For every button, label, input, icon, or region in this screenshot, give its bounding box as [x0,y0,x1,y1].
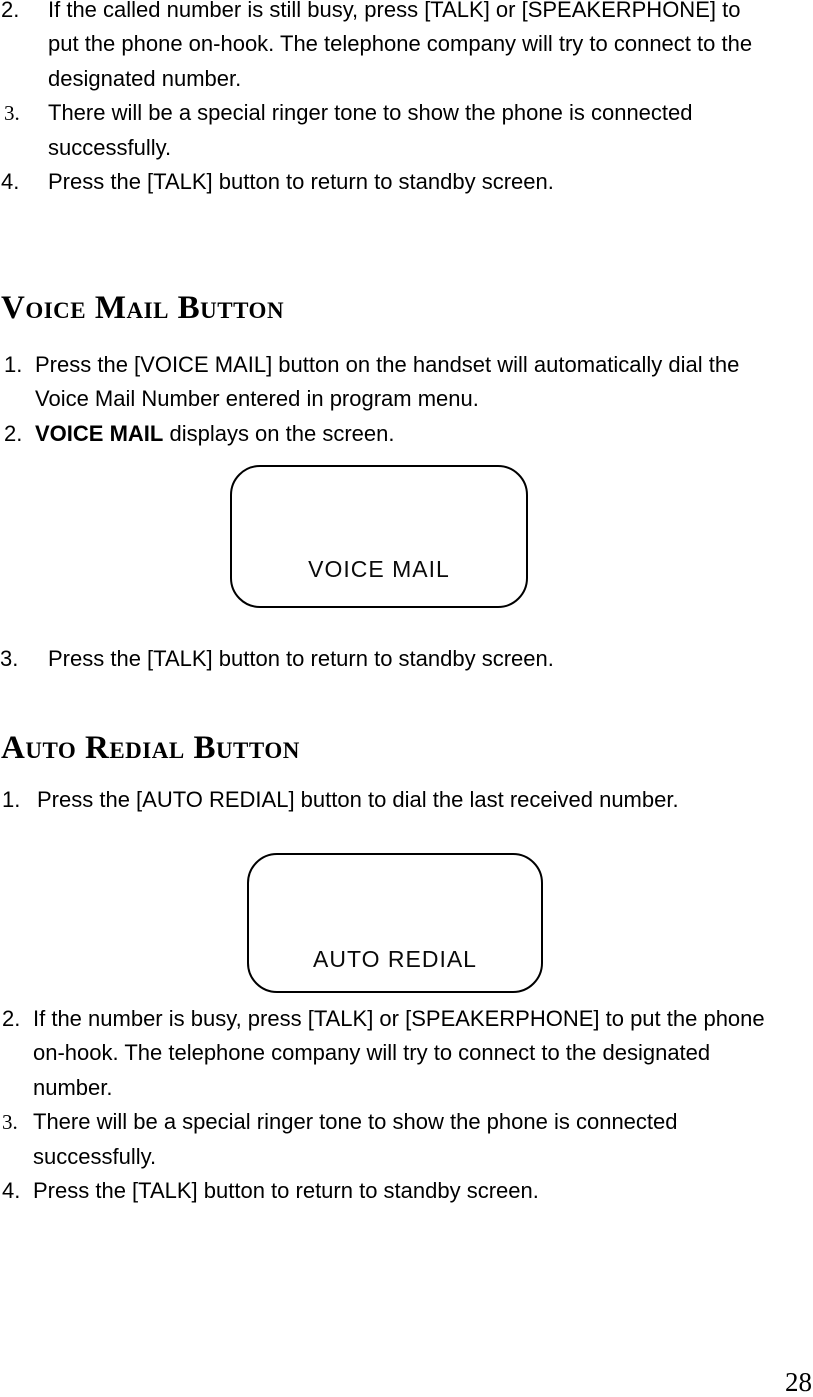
list-item: 4. Press the [TALK] button to return to … [0,165,813,199]
list-item-continuation: on-hook. The telephone company will try … [0,1036,813,1070]
list-item: 3. There will be a special ringer tone t… [0,96,813,130]
section-heading-auto-redial-button: Auto Redial Button [1,730,300,766]
list-item-bold-text: VOICE MAIL [35,420,164,446]
list-item-number: 3. [2,1110,18,1135]
list-item-line: If the number is busy, press [TALK] or [… [33,1006,765,1031]
list-item-line: Press the [VOICE MAIL] button on the han… [35,352,740,377]
list-item-number: 1. [2,787,21,812]
list-item-number: 4. [1,168,20,194]
list-item-line: put the phone on-hook. The telephone com… [48,31,753,57]
list-item-continuation: Voice Mail Number entered in program men… [0,382,813,416]
list-item-number: 3. [4,101,20,126]
list-item-number: 1. [4,352,23,377]
list-item-line: successfully. [48,134,172,160]
voice-mail-list-end: 3. Press the [TALK] button to return to … [0,642,813,676]
list-item-number: 2. [4,420,23,446]
handset-screen-auto-redial: AUTO REDIAL [247,853,543,993]
auto-redial-list-start: 1. Press the [AUTO REDIAL] button to dia… [0,783,813,817]
list-item-continuation: put the phone on-hook. The telephone com… [0,27,813,61]
list-item: 2. If the number is busy, press [TALK] o… [0,1002,813,1036]
voice-mail-list: 1. Press the [VOICE MAIL] button on the … [0,348,813,451]
auto-redial-list: 2. If the number is busy, press [TALK] o… [0,1002,813,1208]
list-item: 1. Press the [AUTO REDIAL] button to dia… [0,783,813,817]
list-item-line: on-hook. The telephone company will try … [33,1040,711,1066]
list-item-continuation: successfully. [0,131,813,165]
list-item: 3. Press the [TALK] button to return to … [0,642,813,676]
list-item-continuation: successfully. [0,1140,813,1174]
screen-label-voice-mail: VOICE MAIL [308,556,450,582]
list-item-number: 2. [1,0,20,22]
list-item-continuation: designated number. [0,62,813,96]
list-item-number: 4. [2,1177,21,1203]
list-item-line: If the called number is still busy, pres… [48,0,741,22]
screen-label-auto-redial: AUTO REDIAL [313,946,477,972]
redial-continued-list: 2. If the called number is still busy, p… [0,0,813,199]
list-item-line: displays on the screen. [163,420,395,446]
page-number: 28 [785,1367,812,1397]
list-item-line: Press the [TALK] button to return to sta… [48,646,554,671]
list-item-line: designated number. [48,65,242,91]
list-item: 3. There will be a special ringer tone t… [0,1105,813,1139]
list-item-line: Press the [AUTO REDIAL] button to dial t… [37,787,679,812]
list-item: 4. Press the [TALK] button to return to … [0,1174,813,1208]
handset-screen-voice-mail: VOICE MAIL [230,465,528,608]
list-item-line: There will be a special ringer tone to s… [48,100,693,126]
list-item-line: There will be a special ringer tone to s… [33,1109,678,1135]
list-item-continuation: number. [0,1071,813,1105]
list-item-number: 3. [0,646,19,671]
list-item-line: Voice Mail Number entered in program men… [35,386,479,412]
list-item-number: 2. [2,1006,21,1031]
list-item: 1. Press the [VOICE MAIL] button on the … [0,348,813,382]
list-item-line: Press the [TALK] button to return to sta… [33,1177,539,1203]
list-item: 2. If the called number is still busy, p… [0,0,813,27]
list-item-line: Press the [TALK] button to return to sta… [48,168,554,194]
list-item: 2. VOICE MAIL displays on the screen. [0,417,813,451]
list-item-line: successfully. [33,1143,157,1169]
section-heading-voice-mail-button: Voice Mail Button [1,290,285,326]
list-item-line: number. [33,1074,113,1100]
